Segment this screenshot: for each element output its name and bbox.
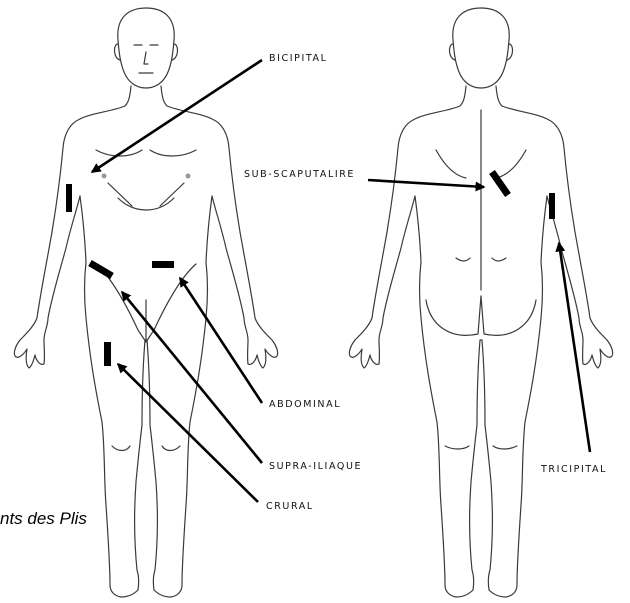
sub-scapulaire-site-marker — [492, 172, 508, 195]
label-tricipital: TRICIPITAL — [541, 464, 607, 475]
label-supra-iliaque: SUPRA-ILIAQUE — [269, 461, 362, 472]
label-crural: CRURAL — [266, 501, 314, 512]
crural-site-marker — [104, 342, 111, 366]
label-bicipital: BICIPITAL — [269, 53, 328, 64]
label-abdominal: ABDOMINAL — [269, 399, 341, 410]
tricipital-arrow — [559, 243, 590, 452]
caption-text: nts des Plis — [0, 509, 146, 529]
abdominal-arrow — [180, 278, 262, 403]
sub-scapulaire-arrow — [368, 180, 484, 187]
bicipital-site-marker — [66, 184, 72, 212]
tricipital-site-marker — [549, 193, 555, 219]
label-sub-scapulaire: SUB-SCAPUTALIRE — [244, 169, 355, 180]
back-body-figure — [349, 8, 612, 597]
abdominal-site-marker — [152, 261, 174, 268]
supra-iliaque-site-marker — [90, 263, 112, 276]
